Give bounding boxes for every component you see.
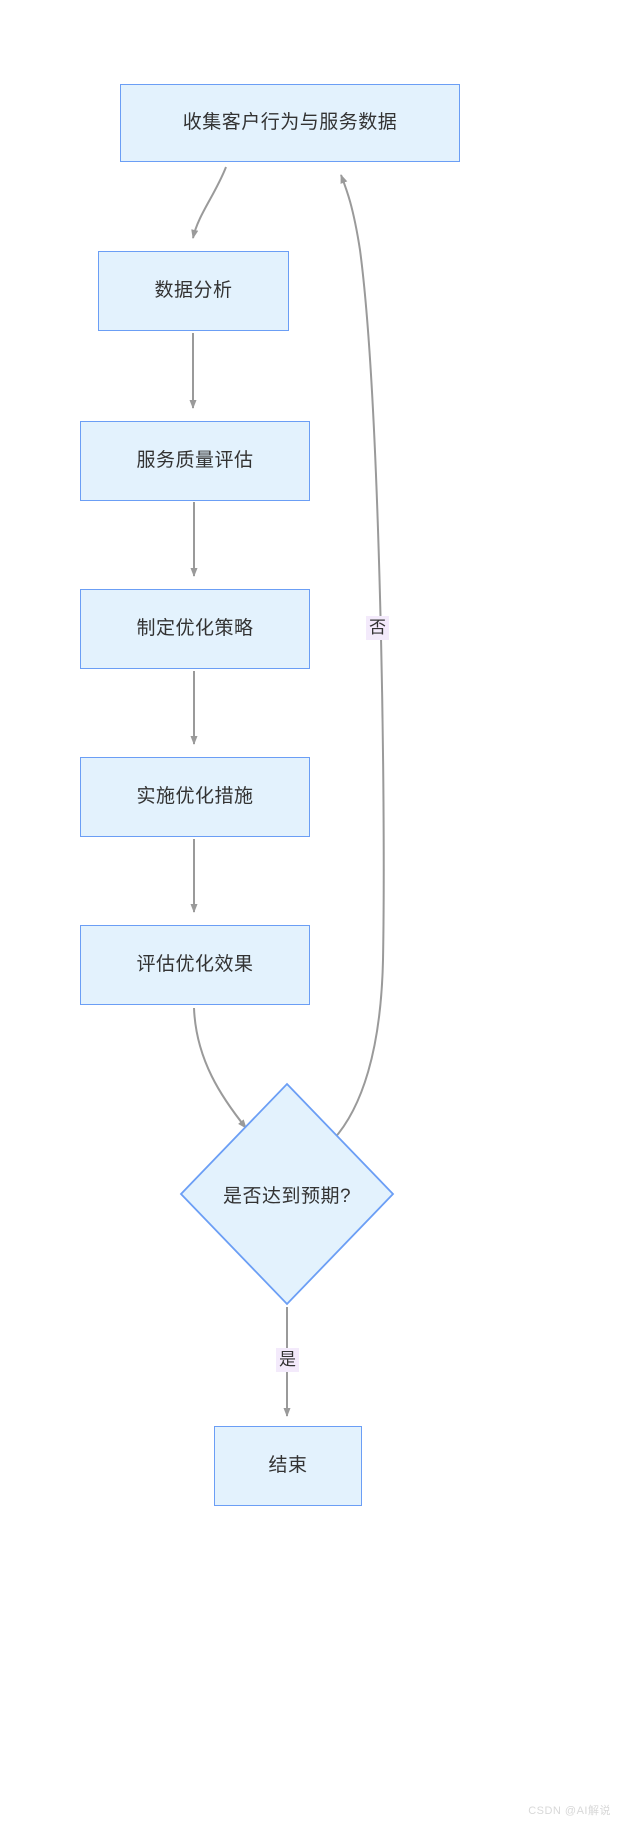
node-end[interactable]: 结束 [214,1426,362,1506]
node-service-quality-eval[interactable]: 服务质量评估 [80,421,310,501]
node-label: 评估优化效果 [136,953,254,975]
edge-label-yes: 是 [276,1348,299,1372]
node-optimization-strategy[interactable]: 制定优化策略 [80,589,310,669]
edge-n6-n7 [193,1007,247,1129]
node-label: 实施优化措施 [136,785,254,807]
node-label: 制定优化策略 [136,617,254,639]
watermark: CSDN @AI解说 [528,1805,611,1817]
node-label: 收集客户行为与服务数据 [182,111,398,133]
node-data-analysis[interactable]: 数据分析 [98,251,289,331]
node-collect-data[interactable]: 收集客户行为与服务数据 [120,84,460,162]
node-label: 结束 [268,1454,308,1476]
node-evaluate-effect[interactable]: 评估优化效果 [80,925,310,1005]
edge-n1-n2 [191,166,227,239]
node-implement-optimization[interactable]: 实施优化措施 [80,757,310,837]
node-label: 数据分析 [154,279,233,301]
edge-n7-n1-no [332,174,385,1141]
node-label: 服务质量评估 [136,449,254,471]
edge-label-no: 否 [366,616,389,640]
